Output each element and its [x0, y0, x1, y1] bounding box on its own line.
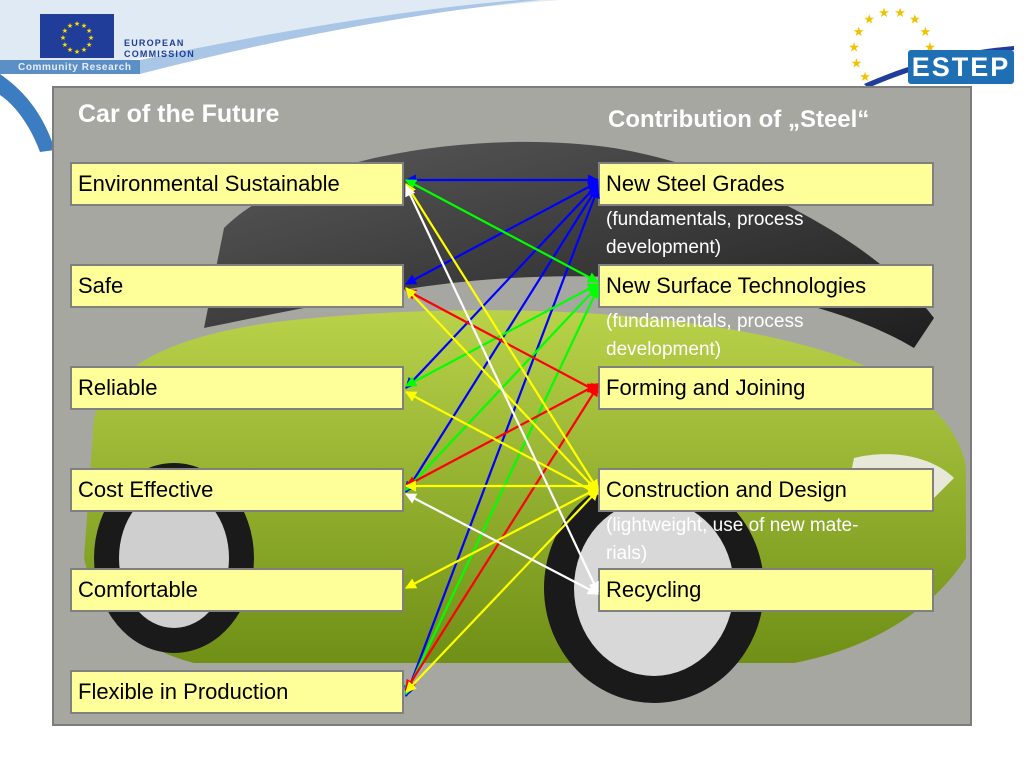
connection-arrow — [405, 487, 599, 589]
estep-star-icon: ★ — [878, 6, 890, 21]
eu-logo-text: EUROPEAN COMMISSION — [124, 38, 196, 59]
connection-arrow — [405, 289, 599, 393]
estep-star-icon: ★ — [894, 6, 906, 21]
eu-star-icon: ★ — [88, 34, 94, 42]
eu-star-icon: ★ — [67, 22, 73, 30]
contribution-box-new-surface-technologies: New Surface Technologies — [598, 264, 934, 308]
contribution-note-line: (fundamentals, process — [606, 209, 804, 230]
eu-star-icon: ★ — [86, 27, 92, 35]
eu-star-icon: ★ — [86, 41, 92, 49]
contribution-note-line: development) — [606, 237, 722, 258]
program-label: Community Research — [18, 62, 132, 73]
estep-star-icon: ★ — [859, 70, 871, 85]
connection-arrow — [405, 183, 599, 389]
contribution-note-line: (lightweight, use of new mate- — [606, 515, 859, 536]
eu-star-icon: ★ — [62, 41, 68, 49]
goal-box-safe: Safe — [70, 264, 404, 308]
connection-arrow — [405, 489, 599, 693]
eu-flag-stars-icon: ★★★★★★★★★★★★ — [40, 14, 114, 58]
goal-box-cost-effective: Cost Effective — [70, 468, 404, 512]
eu-star-icon: ★ — [60, 34, 66, 42]
contribution-box-forming-and-joining: Forming and Joining — [598, 366, 934, 410]
eu-star-icon: ★ — [74, 48, 80, 56]
estep-star-icon: ★ — [909, 13, 921, 28]
estep-star-icon: ★ — [853, 25, 865, 40]
eu-star-icon: ★ — [81, 46, 87, 54]
estep-wordmark: ESTEP — [908, 50, 1014, 84]
goal-box-reliable: Reliable — [70, 366, 404, 410]
eu-star-icon: ★ — [81, 22, 87, 30]
contribution-note-line: development) — [606, 339, 722, 360]
connection-arrow — [405, 287, 599, 695]
estep-star-icon: ★ — [851, 56, 863, 71]
contribution-note-line: (fundamentals, process — [606, 311, 804, 332]
header-swoosh — [0, 0, 560, 152]
contribution-box-recycling: Recycling — [598, 568, 934, 612]
right-column-title: Contribution of „Steel“ — [608, 106, 870, 133]
left-column-title: Car of the Future — [78, 100, 280, 128]
connection-arrow — [405, 383, 599, 487]
eu-star-icon: ★ — [67, 46, 73, 54]
goal-box-flexible-in-production: Flexible in Production — [70, 670, 404, 714]
connection-arrow — [405, 493, 599, 595]
goal-box-environmental-sustainable: Environmental Sustainable — [70, 162, 404, 206]
estep-star-icon: ★ — [920, 25, 932, 40]
goal-box-comfortable: Comfortable — [70, 568, 404, 612]
eu-star-icon: ★ — [74, 20, 80, 28]
estep-star-icon: ★ — [924, 40, 936, 55]
eu-star-icon: ★ — [62, 27, 68, 35]
estep-star-icon: ★ — [848, 40, 860, 55]
estep-star-icon: ★ — [863, 13, 875, 28]
connection-arrow — [405, 185, 599, 593]
connection-arrows — [404, 174, 600, 698]
european-commission-logo: ★★★★★★★★★★★★ EUROPEAN COMMISSION — [40, 14, 194, 59]
contribution-note-line: rials) — [606, 543, 648, 564]
diagram-panel: Car of the Future Contribution of „Steel… — [52, 86, 972, 726]
